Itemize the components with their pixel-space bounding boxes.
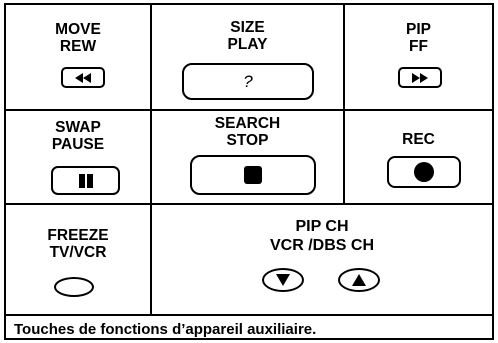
row-divider-3 — [6, 314, 492, 316]
row-divider-1 — [6, 109, 492, 111]
move-label: MOVE — [55, 21, 101, 38]
vcr-dbs-ch-label: VCR /DBS CH — [269, 237, 374, 254]
stop-button[interactable] — [190, 155, 316, 195]
ff-label: FF — [409, 38, 428, 55]
triangle-up-icon — [352, 274, 366, 286]
ff-button[interactable] — [398, 67, 442, 88]
cell-search-stop: SEARCH STOP — [152, 111, 343, 203]
stop-label: STOP — [226, 132, 269, 149]
channel-down-button[interactable] — [262, 268, 304, 292]
cell-size-play: SIZE PLAY ? — [152, 5, 343, 109]
rew-label: REW — [59, 38, 97, 55]
pause-button[interactable] — [51, 166, 120, 195]
fast-forward-icon — [412, 72, 428, 83]
swap-label: SWAP — [55, 119, 101, 136]
pause-label: PAUSE — [51, 136, 105, 153]
record-icon — [414, 162, 434, 182]
triangle-down-icon — [276, 274, 290, 286]
play-label: PLAY — [227, 36, 268, 53]
stop-icon — [244, 166, 262, 184]
pip-label: PIP — [406, 21, 431, 38]
col-divider-2 — [343, 5, 345, 205]
search-label: SEARCH — [214, 115, 281, 132]
rec-button[interactable] — [387, 156, 461, 188]
rec-label: REC — [402, 131, 435, 148]
panel-caption: Touches de fonctions d’appareil auxiliai… — [14, 321, 317, 338]
rewind-icon — [75, 72, 91, 83]
freeze-button[interactable] — [54, 277, 94, 297]
cell-pip-ff: PIP FF — [345, 5, 492, 109]
channel-up-button[interactable] — [338, 268, 380, 292]
row-divider-2 — [6, 203, 492, 205]
play-button[interactable]: ? — [182, 63, 314, 100]
size-label: SIZE — [230, 19, 265, 36]
cell-rec: REC — [345, 111, 492, 203]
pip-ch-label: PIP CH — [295, 218, 349, 235]
col-divider-1 — [150, 5, 152, 314]
play-button-label: ? — [243, 71, 253, 91]
function-keys-panel: MOVE REW SIZE PLAY ? PIP FF — [4, 3, 494, 340]
cell-pip-ch: PIP CH VCR /DBS CH — [152, 205, 492, 314]
freeze-label: FREEZE — [47, 227, 109, 244]
cell-freeze: FREEZE TV/VCR — [6, 205, 150, 314]
cell-move-rew: MOVE REW — [6, 5, 150, 109]
tvvcr-label: TV/VCR — [49, 244, 107, 261]
pause-icon — [78, 173, 93, 188]
cell-swap-pause: SWAP PAUSE — [6, 111, 150, 203]
rew-button[interactable] — [61, 67, 105, 88]
